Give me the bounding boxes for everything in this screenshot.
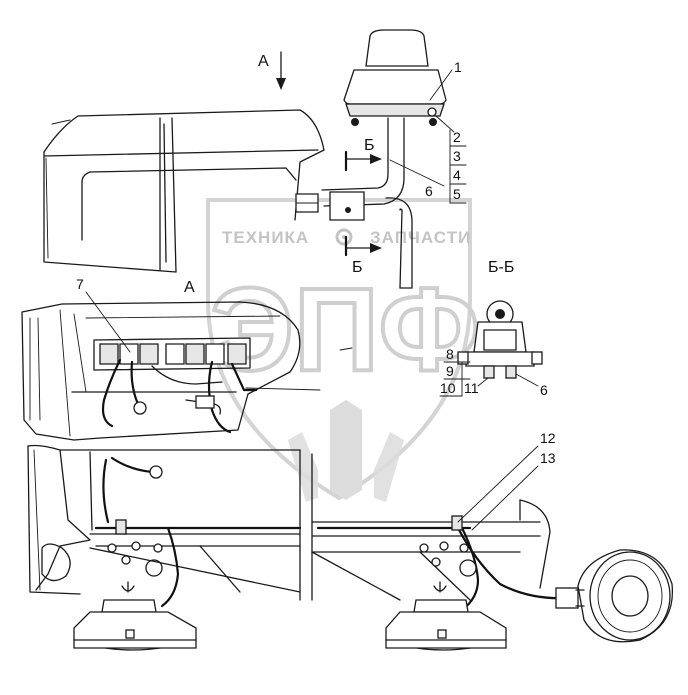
watermark-monogram: ЭПФ [210,264,479,396]
view-a-top-label: А [258,53,269,70]
lamp-mast [295,117,445,289]
watermark-right-word: ЗАПЧАСТИ [370,228,471,247]
watermark-gear-icon [335,228,353,246]
section-bb-detail: Б-Б 8 9 10 11 6 [439,259,548,398]
watermark-left-word: ТЕХНИКА [222,228,309,247]
callout-4: 4 [453,167,461,183]
callout-13: 13 [540,450,556,466]
callout-2: 2 [453,129,461,145]
beacon-lamp [343,29,455,133]
callout-10: 10 [440,380,456,396]
callout-11: 11 [464,380,479,396]
section-bb-label: Б-Б [488,259,514,276]
callout-8: 8 [446,346,454,362]
lower-lamp-right [385,541,507,651]
callout-3: 3 [453,148,461,164]
section-b-markers: Б Б [344,137,382,276]
section-b-lower-label: Б [352,259,363,276]
callout-12: 12 [540,430,556,446]
view-a-mid-label: А [184,279,195,296]
view-a-indicator: А [258,51,286,90]
callout-9: 9 [446,363,454,379]
view-a-panel: А 7 [21,276,353,441]
callout-6-upper: 6 [425,183,433,199]
cab-outline [43,109,325,273]
upper-callouts: 1 2 3 4 5 6 [425,59,467,204]
callout-1: 1 [454,59,462,75]
watermark: ТЕХНИКА ЗАПЧАСТИ ЭПФ [206,198,481,502]
callout-7: 7 [76,276,84,292]
roof-cable-routing: 12 13 [27,430,579,612]
side-spotlight [575,549,674,643]
watermark-wheat-icon [288,400,404,502]
lower-lamp-left [73,541,197,651]
section-b-upper-label: Б [364,137,375,154]
callout-6-lower: 6 [540,382,548,398]
callout-5: 5 [453,186,461,202]
